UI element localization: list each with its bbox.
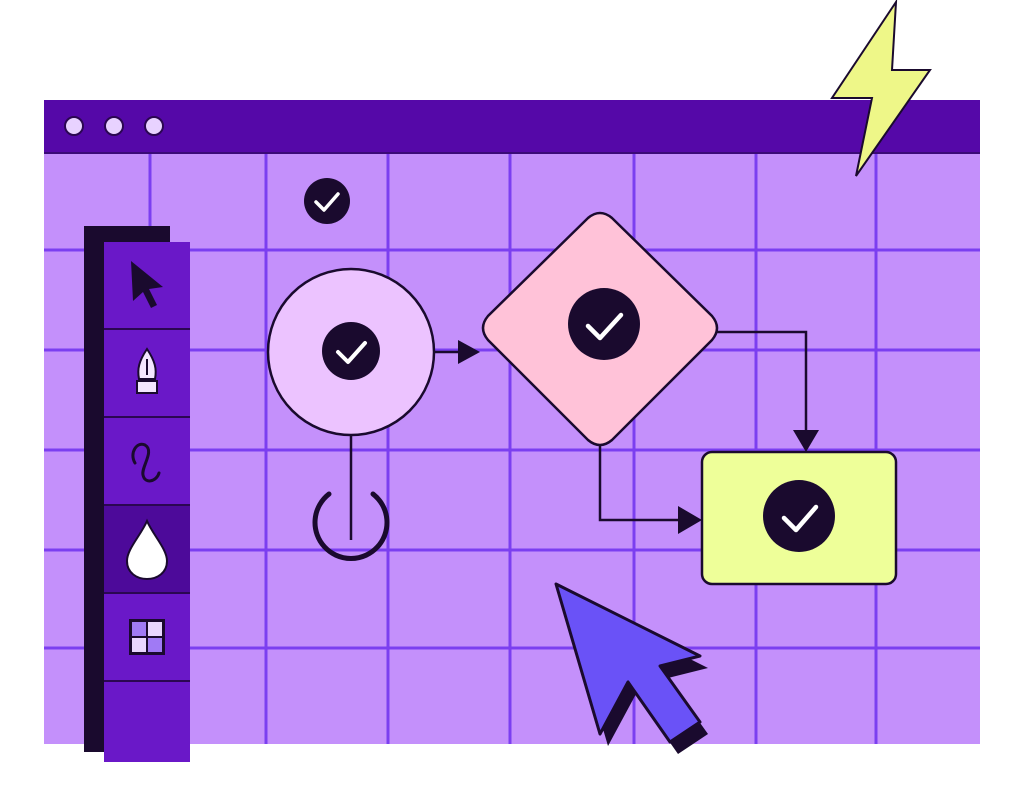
app-window [44,100,980,744]
window-control-dot[interactable] [64,116,84,136]
tool-fill-button[interactable] [104,506,190,594]
tool-select-button[interactable] [104,242,190,330]
check-icon [568,288,640,360]
window-control-dot[interactable] [144,116,164,136]
decision-diamond-node[interactable] [481,211,719,447]
curve-icon [131,442,161,483]
pen-nib-icon [136,347,158,394]
arrow-head [458,340,480,364]
end-power-node[interactable] [312,491,390,561]
lightning-icon [830,0,932,177]
drop-icon [125,518,169,581]
start-circle-node[interactable] [266,267,436,437]
check-icon [322,322,380,380]
window-control-dot[interactable] [104,116,124,136]
title-bar [44,100,980,154]
process-rect-node[interactable] [700,450,898,586]
check-icon [763,480,835,552]
tool-palette [104,242,190,762]
tool-pen-button[interactable] [104,330,190,418]
arrow-pointer-icon [131,261,163,308]
grid-icon [129,619,165,655]
tool-curve-button[interactable] [104,418,190,506]
floating-check-icon [304,178,350,224]
mouse-cursor-icon [554,582,708,754]
tool-layout-button[interactable] [104,594,190,682]
